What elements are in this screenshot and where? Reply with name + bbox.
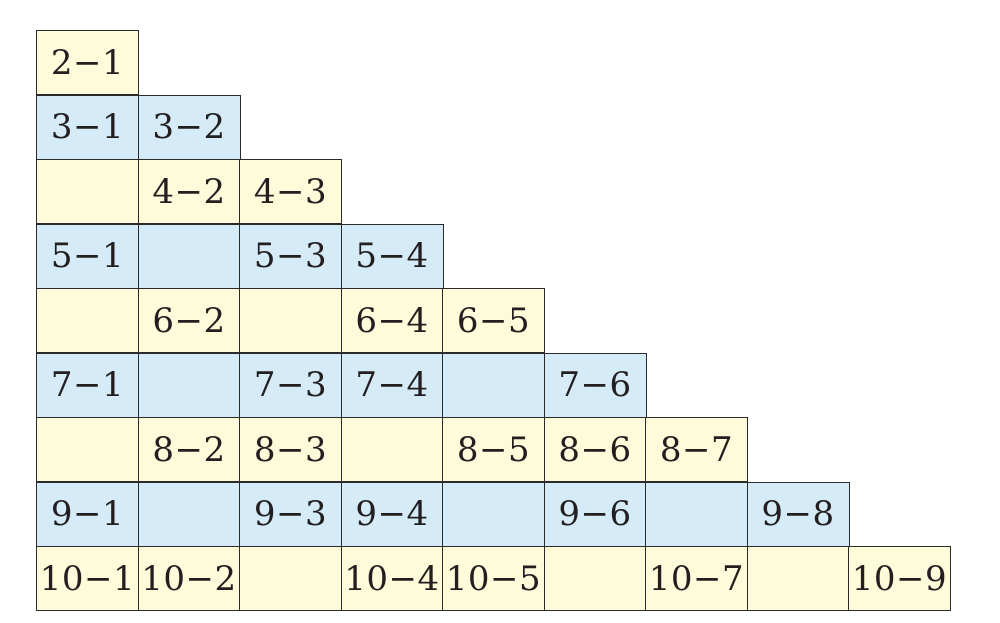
grid-cell: 9−1: [36, 481, 139, 547]
grid-cell: [442, 352, 545, 418]
grid-cell: 10−5: [442, 546, 545, 611]
grid-cell: 9−8: [746, 481, 850, 547]
grid-cell: 7−6: [543, 352, 647, 418]
grid-cell: 2−1: [36, 30, 139, 95]
grid-cell: [442, 481, 545, 547]
grid-cell: 5−4: [340, 223, 444, 289]
cell-label: 7−1: [50, 365, 125, 405]
grid-cell: 9−4: [340, 481, 444, 547]
grid-cell: 8−3: [239, 417, 342, 482]
cell-label: 8−2: [152, 429, 226, 470]
cell-label: 5−4: [355, 236, 429, 276]
grid-cell: 8−5: [442, 417, 545, 482]
cell-label: 10−1: [39, 558, 136, 599]
grid-cell: 6−5: [442, 288, 545, 353]
grid-cell: 3−2: [137, 94, 241, 160]
cell-label: 8−3: [253, 429, 328, 470]
cell-label: 10−9: [851, 558, 948, 599]
cell-label: 10−7: [648, 558, 745, 599]
cell-label: 10−2: [141, 558, 237, 599]
grid-cell: 5−3: [239, 223, 342, 289]
grid-cell: 7−1: [36, 352, 139, 418]
grid-cell: 10−7: [645, 546, 748, 611]
grid-cell: 4−3: [239, 159, 342, 224]
grid-cell: 8−2: [137, 417, 241, 482]
grid-cell: [137, 481, 241, 547]
grid-cell: [36, 417, 139, 482]
grid-cell: 8−6: [543, 417, 647, 482]
grid-cell: 5−1: [36, 223, 139, 289]
grid-cell: 8−7: [645, 417, 748, 482]
grid-cell: 7−4: [340, 352, 444, 418]
cell-label: 6−2: [152, 300, 226, 341]
cell-label: 9−8: [761, 494, 835, 534]
cell-label: 6−5: [456, 300, 531, 341]
grid-cell: [746, 546, 850, 611]
grid-cell: 10−1: [36, 546, 139, 611]
grid-cell: 3−1: [36, 94, 139, 160]
grid-cell: [36, 159, 139, 224]
grid-cell: [239, 546, 342, 611]
cell-label: 3−2: [152, 107, 226, 147]
grid-cell: [340, 417, 444, 482]
grid-cell: 6−4: [340, 288, 444, 353]
cell-label: 4−2: [152, 171, 226, 212]
grid-cell: 10−9: [848, 546, 951, 611]
cell-label: 7−3: [253, 365, 328, 405]
cell-label: 3−1: [50, 107, 125, 147]
cell-label: 7−4: [355, 365, 429, 405]
grid-cell: 9−6: [543, 481, 647, 547]
cell-label: 4−3: [253, 171, 328, 212]
cell-label: 9−1: [50, 494, 125, 534]
grid-cell: [137, 352, 241, 418]
cell-label: 7−6: [558, 365, 632, 405]
grid-cell: 9−3: [239, 481, 342, 547]
cell-label: 10−5: [445, 558, 542, 599]
grid-cell: [543, 546, 647, 611]
cell-label: 8−6: [558, 429, 632, 470]
cell-label: 9−4: [355, 494, 429, 534]
cell-label: 9−3: [253, 494, 328, 534]
grid-cell: [645, 481, 748, 547]
cell-label: 5−3: [253, 236, 328, 276]
cell-label: 2−1: [50, 42, 125, 83]
grid-cell: 6−2: [137, 288, 241, 353]
grid-cell: 10−4: [340, 546, 444, 611]
grid-cell: 4−2: [137, 159, 241, 224]
grid-cell: [137, 223, 241, 289]
grid-cell: 10−2: [137, 546, 241, 611]
cell-label: 8−7: [659, 429, 734, 470]
cell-label: 9−6: [558, 494, 632, 534]
cell-label: 10−4: [344, 558, 440, 599]
grid-cell: 7−3: [239, 352, 342, 418]
cell-label: 6−4: [355, 300, 429, 341]
grid-cell: [239, 288, 342, 353]
cell-label: 8−5: [456, 429, 531, 470]
cell-label: 5−1: [50, 236, 125, 276]
grid-cell: [36, 288, 139, 353]
